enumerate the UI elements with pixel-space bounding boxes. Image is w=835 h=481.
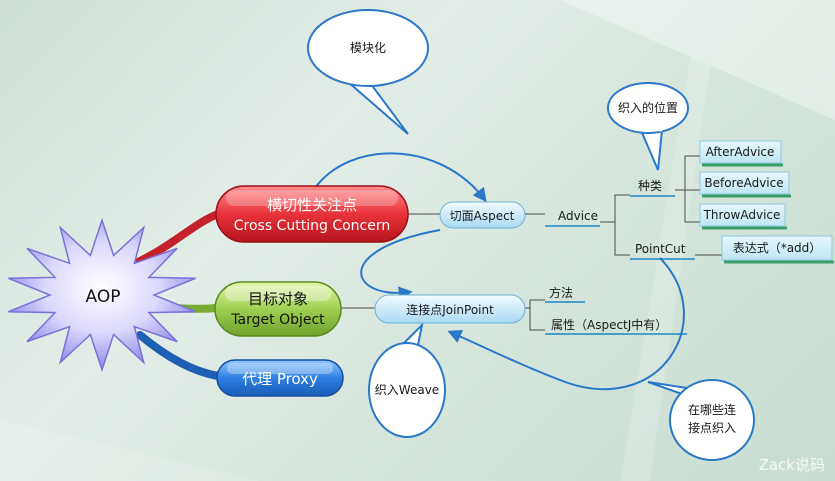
bubble-modular [307,9,429,135]
kinds-label: 种类 [638,179,662,193]
aspect-node-shape [439,201,526,229]
after-advice-label: AfterAdvice [706,145,775,159]
branch-target-gloss [225,286,331,301]
branch-concern[interactable] [215,185,409,243]
joinpoint-node[interactable] [374,294,526,324]
bubble-weave [368,321,446,438]
branch-concern-gloss [226,190,398,206]
bubble-where [647,379,755,461]
bubble-where-text-1: 在哪些连 [688,402,736,417]
leaf-before-box[interactable] [699,171,790,195]
leaf-throw-box[interactable] [699,203,786,227]
root-star-shape [8,217,196,373]
root-label: AOP [86,287,121,307]
leaf-after-box[interactable] [699,140,782,164]
tree-connectors [340,155,722,331]
branch-proxy-gloss [227,363,333,374]
node-underlines [545,195,695,335]
aspect-node[interactable] [439,201,526,229]
bubble-where-text-2: 接点织入 [688,420,736,435]
throw-advice-label: ThrowAdvice [703,208,781,222]
branch-proxy[interactable] [216,359,344,397]
joinpoint-node-shape [374,294,526,324]
before-advice-label: BeforeAdvice [704,176,783,190]
concern-label-cn: 横切性关注点 [267,196,357,214]
bubble-modular-text: 模块化 [350,41,386,55]
expression-label: 表达式（*add） [733,241,822,255]
root-node[interactable] [8,217,196,373]
target-label-en: Target Object [230,312,325,328]
property-label: 属性（AspectJ中有） [551,317,667,332]
branch-concern-shape [215,185,409,243]
leaf-shadows [702,163,834,264]
branch-target[interactable] [214,281,342,337]
joinpoint-label: 连接点JoinPoint [406,302,494,317]
aspect-label: 切面Aspect [450,209,515,223]
branch-proxy-shape [216,359,344,397]
pointcut-label: PointCut [635,242,686,256]
bubble-position [607,82,689,171]
leaf-expression-box[interactable] [721,235,833,261]
concern-label-en: Cross Cutting Concern [234,218,390,234]
curve-arrows [314,152,685,391]
target-label-cn: 目标对象 [248,290,308,308]
method-label: 方法 [549,285,573,300]
bubble-weave-text: 织入Weave [375,383,439,397]
leaf-boxes [699,140,833,261]
proxy-label: 代理 Proxy [242,370,318,388]
watermark: Zack说码 [758,456,825,474]
bubble-position-text: 织入的位置 [618,100,678,115]
branch-target-shape [214,281,342,337]
advice-label: Advice [558,209,598,223]
